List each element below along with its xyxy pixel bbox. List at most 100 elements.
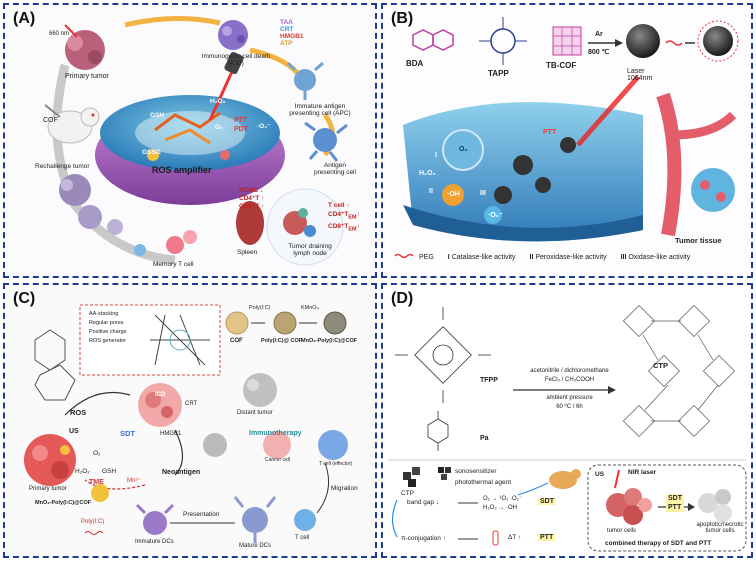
h2o2-label-b: H₂O₂ [419, 170, 436, 177]
apoptotic-line2: tumor cells [705, 528, 735, 534]
condition-temp: 60 ºC / 6h [556, 404, 583, 410]
delta-t-label: ΔT ↑ [508, 534, 522, 541]
ros-amplifier-label: ROS amplifier [152, 165, 212, 175]
tdln-label: Tumor draining lymph node [275, 243, 345, 257]
pegylated-sphere [697, 20, 739, 62]
primary-tumor-label-c: Primary tumor [29, 486, 67, 492]
gsh-label-c: GSH [102, 468, 117, 475]
panel-d: (D) [381, 283, 753, 558]
mno2-cof-sphere [323, 311, 347, 335]
mno2-cof-label-bottom: MnO₂-Poly(I:C)@COF [35, 500, 92, 506]
tumor-tissue-block [403, 102, 643, 242]
tbcof-label: TB-COF [546, 61, 577, 70]
ctp-label-top: CTP [653, 361, 668, 370]
conditions-above: acetonitrile / dichloromethane FeCl₃ / C… [517, 367, 622, 385]
panel-d-label: (D) [391, 290, 414, 307]
ctp-label-bottom: CTP [401, 490, 414, 497]
effector-t-cell-label: T cell (effector) [319, 461, 353, 467]
conditions-below: ambient pressure 60 ºC / 6h [517, 394, 622, 412]
legend-peroxidase: II Peroxidase-like activity [529, 254, 607, 261]
gsh-label: GSH [150, 112, 165, 119]
icd-label: Immunogenic cell death (ICD) [191, 53, 281, 67]
sonosensitizer-label: sonosensitizer [455, 468, 497, 475]
cof-structure [34, 329, 76, 401]
lymph-node-graphic [266, 188, 344, 266]
cd8tem-label: CD8⁺TEM↑ [328, 223, 360, 233]
laser-beam-1064 [576, 75, 640, 147]
panel-b-label: (B) [391, 10, 414, 27]
laser-label: Laser 1064nm [627, 68, 652, 82]
immature-dcs-label: Immature DCs [135, 539, 174, 545]
immunotherapy-label: Immunotherapy [249, 430, 302, 437]
panel-b-legend: PEG I Catalase-like activity II Peroxida… [419, 254, 690, 261]
rechallenge-label: Rechallenge tumor [35, 163, 90, 170]
migration-label: Migration [331, 485, 358, 492]
hmgb1-label: HMGB1 [160, 431, 182, 437]
carbon-sphere [626, 24, 660, 58]
marker-list: TAA CRT HMGB1 ATP [280, 19, 303, 47]
ptt-badge-2: PTT [668, 504, 682, 511]
prop-positive-charge: Positive charge [89, 329, 127, 335]
tumor-tissue-label: Tumor tissue [675, 236, 722, 245]
ros-eq-1: O₂ → ¹O₂ ·O₂⁻ [483, 496, 523, 502]
reaction-arrow-head [608, 386, 616, 394]
ptt-label-a: PTT [234, 117, 248, 124]
tme-label: TME [89, 479, 104, 486]
icd-cell-graphic [218, 20, 248, 50]
legend-peg-wave [394, 253, 414, 259]
combined-therapy-badge: SDT PTT [666, 494, 684, 512]
ar-label: Ar [595, 31, 603, 38]
superoxide-label-b: ·O₂⁻ [488, 212, 503, 219]
arrow-migration [316, 462, 330, 514]
dead-cell-graphic [203, 433, 227, 457]
superoxide-label-a: ·O₂⁻ [257, 123, 271, 130]
polyic-wave [84, 531, 104, 535]
primary-tumor-label: Primary tumor [65, 73, 109, 80]
arrow-ros [64, 391, 131, 416]
t-cell-label-c: T cell [295, 535, 310, 541]
ptt-badge: PTT [538, 534, 556, 541]
polyic-label-top: Poly(I:C) [249, 305, 271, 311]
sdt-label-c: SDT [120, 429, 135, 438]
icd-label-c: ICD [155, 392, 166, 398]
tdln-line1: Tumor draining [288, 243, 332, 250]
apc-line2: presenting cell [314, 169, 356, 176]
immature-apc-graphic [286, 61, 324, 100]
mdsc-label: MDSC ↓ [239, 187, 264, 194]
legend-peg: PEG [419, 254, 434, 261]
nir-laser-label: NIR laser [628, 469, 657, 476]
combined-therapy-label: combined therapy of SDT and PTT [605, 540, 712, 547]
us-label-d: US [595, 471, 605, 478]
pa-label: Pa [480, 435, 489, 442]
apoptotic-label: apoptotic/necrotic tumor cells [688, 522, 751, 534]
prop-ros-generator: ROS generator [89, 338, 126, 344]
roman-ii: II [429, 188, 433, 195]
h2o2-label-c: H₂O₂ [75, 468, 90, 475]
cof-label-c: COF [230, 338, 243, 344]
tcell-label: T cell ↑ [328, 202, 350, 209]
nir-laser-beam [614, 469, 620, 489]
o2-label-b: O₂ [459, 146, 468, 153]
cof-properties-list: AA-stacking Regular pores Positive charg… [89, 310, 127, 346]
icd-cell-c [138, 383, 182, 427]
distant-tumor-c [243, 373, 277, 407]
kmno4-label: KMnO₄ [301, 305, 319, 311]
arrow-tme [84, 479, 146, 490]
neoantigen-label: Neoantigen [162, 469, 201, 476]
tfpp-label: TFPP [480, 377, 498, 384]
arrow-to-icd [124, 16, 221, 28]
legend-catalase: I Catalase-like activity [447, 254, 516, 261]
pi-conjugation-label: π-conjugation ↑ [401, 535, 446, 542]
oh-label-b: ·OH [447, 191, 460, 198]
ctp-polymer [622, 304, 736, 438]
combined-therapy-box [587, 464, 747, 552]
laser-line2: 1064nm [627, 75, 653, 82]
cd4-label: CD4⁺T ↑ [239, 195, 265, 202]
mouse-d-graphic [549, 469, 581, 489]
marker-hmgb1: HMGB1 [280, 33, 304, 40]
panel-c-label: (C) [13, 290, 36, 307]
h2o2-label-a: H₂O₂ [210, 98, 226, 105]
therapy-arrow-head [688, 503, 695, 511]
ctp-cubes [403, 467, 420, 487]
polyic-label-bottom: Poly(I:C) [81, 519, 105, 525]
